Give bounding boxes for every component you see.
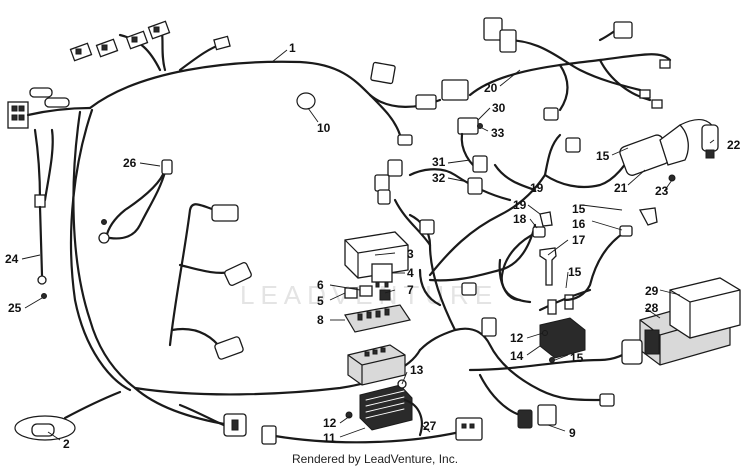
wire-26 xyxy=(98,159,173,244)
callout-6: 6 xyxy=(317,278,324,292)
screw-23 xyxy=(668,174,676,182)
callout-16: 16 xyxy=(572,217,586,231)
callout-13: 13 xyxy=(410,363,424,377)
callout-20: 20 xyxy=(484,81,498,95)
callout-32: 32 xyxy=(432,171,446,185)
callout-19-b: 19 xyxy=(513,198,527,212)
connector-left-upper xyxy=(7,87,92,129)
harness-20 xyxy=(468,26,672,112)
callout-12-lower: 12 xyxy=(323,416,337,430)
grommet-10 xyxy=(296,92,316,110)
connector-group-top-left xyxy=(69,20,231,62)
callout-31: 31 xyxy=(432,155,446,169)
callout-12-upper: 12 xyxy=(510,331,524,345)
boot-19 xyxy=(539,207,658,227)
callout-19-a: 19 xyxy=(530,181,544,195)
callout-22: 22 xyxy=(727,138,741,152)
callout-25: 25 xyxy=(8,301,22,315)
callout-3: 3 xyxy=(407,247,414,261)
callout-18: 18 xyxy=(513,212,527,226)
callout-26: 26 xyxy=(123,156,137,170)
relays-9 xyxy=(517,404,557,429)
voltage-regulator-11 xyxy=(345,379,423,437)
callout-17: 17 xyxy=(572,233,586,247)
callout-2: 2 xyxy=(63,437,70,451)
callout-labels: 1 2 3 4 5 6 7 8 9 10 11 12 12 13 14 15 1… xyxy=(5,41,741,451)
callout-15-a: 15 xyxy=(596,149,610,163)
callout-8: 8 xyxy=(317,313,324,327)
callout-15-c: 15 xyxy=(568,265,582,279)
callout-30: 30 xyxy=(492,101,506,115)
leader-lines xyxy=(21,49,715,441)
harness-27 xyxy=(261,417,483,445)
callout-5: 5 xyxy=(317,294,324,308)
callout-24: 24 xyxy=(5,252,19,266)
ignition-coil-21 xyxy=(619,118,716,176)
cable-16 xyxy=(563,225,633,302)
callout-15-d: 15 xyxy=(570,351,584,365)
callout-29: 29 xyxy=(645,284,659,298)
callout-7: 7 xyxy=(407,283,414,297)
callout-4: 4 xyxy=(407,266,414,280)
cable-18 xyxy=(500,226,546,304)
callout-15-b: 15 xyxy=(572,202,586,216)
callout-11: 11 xyxy=(323,431,336,445)
ground-lead-24 xyxy=(33,128,54,299)
callout-10: 10 xyxy=(317,121,331,135)
connector-near-10 xyxy=(370,61,437,146)
connectors-left-branch xyxy=(211,204,252,437)
connectors-31-32 xyxy=(467,155,488,195)
callout-14: 14 xyxy=(510,349,524,363)
callout-1: 1 xyxy=(289,41,296,55)
callout-28: 28 xyxy=(645,301,659,315)
boot-17 xyxy=(539,247,557,286)
callout-9: 9 xyxy=(569,426,576,440)
render-credit: Rendered by LeadVenture, Inc. xyxy=(291,452,459,466)
relay-4 xyxy=(371,263,393,288)
callout-21: 21 xyxy=(614,181,628,195)
connectors-central xyxy=(374,107,615,407)
callout-27: 27 xyxy=(423,419,437,433)
callout-33: 33 xyxy=(491,126,505,140)
fuse-block-main xyxy=(347,344,406,386)
connectors-20 xyxy=(441,17,671,109)
fuse-strip-8 xyxy=(344,304,411,333)
callout-23: 23 xyxy=(655,184,669,198)
spark-plug-cap-22 xyxy=(701,124,719,159)
main-harness xyxy=(63,26,642,444)
starter-solenoid-14 xyxy=(539,294,586,363)
ground-strap-2 xyxy=(14,415,76,441)
